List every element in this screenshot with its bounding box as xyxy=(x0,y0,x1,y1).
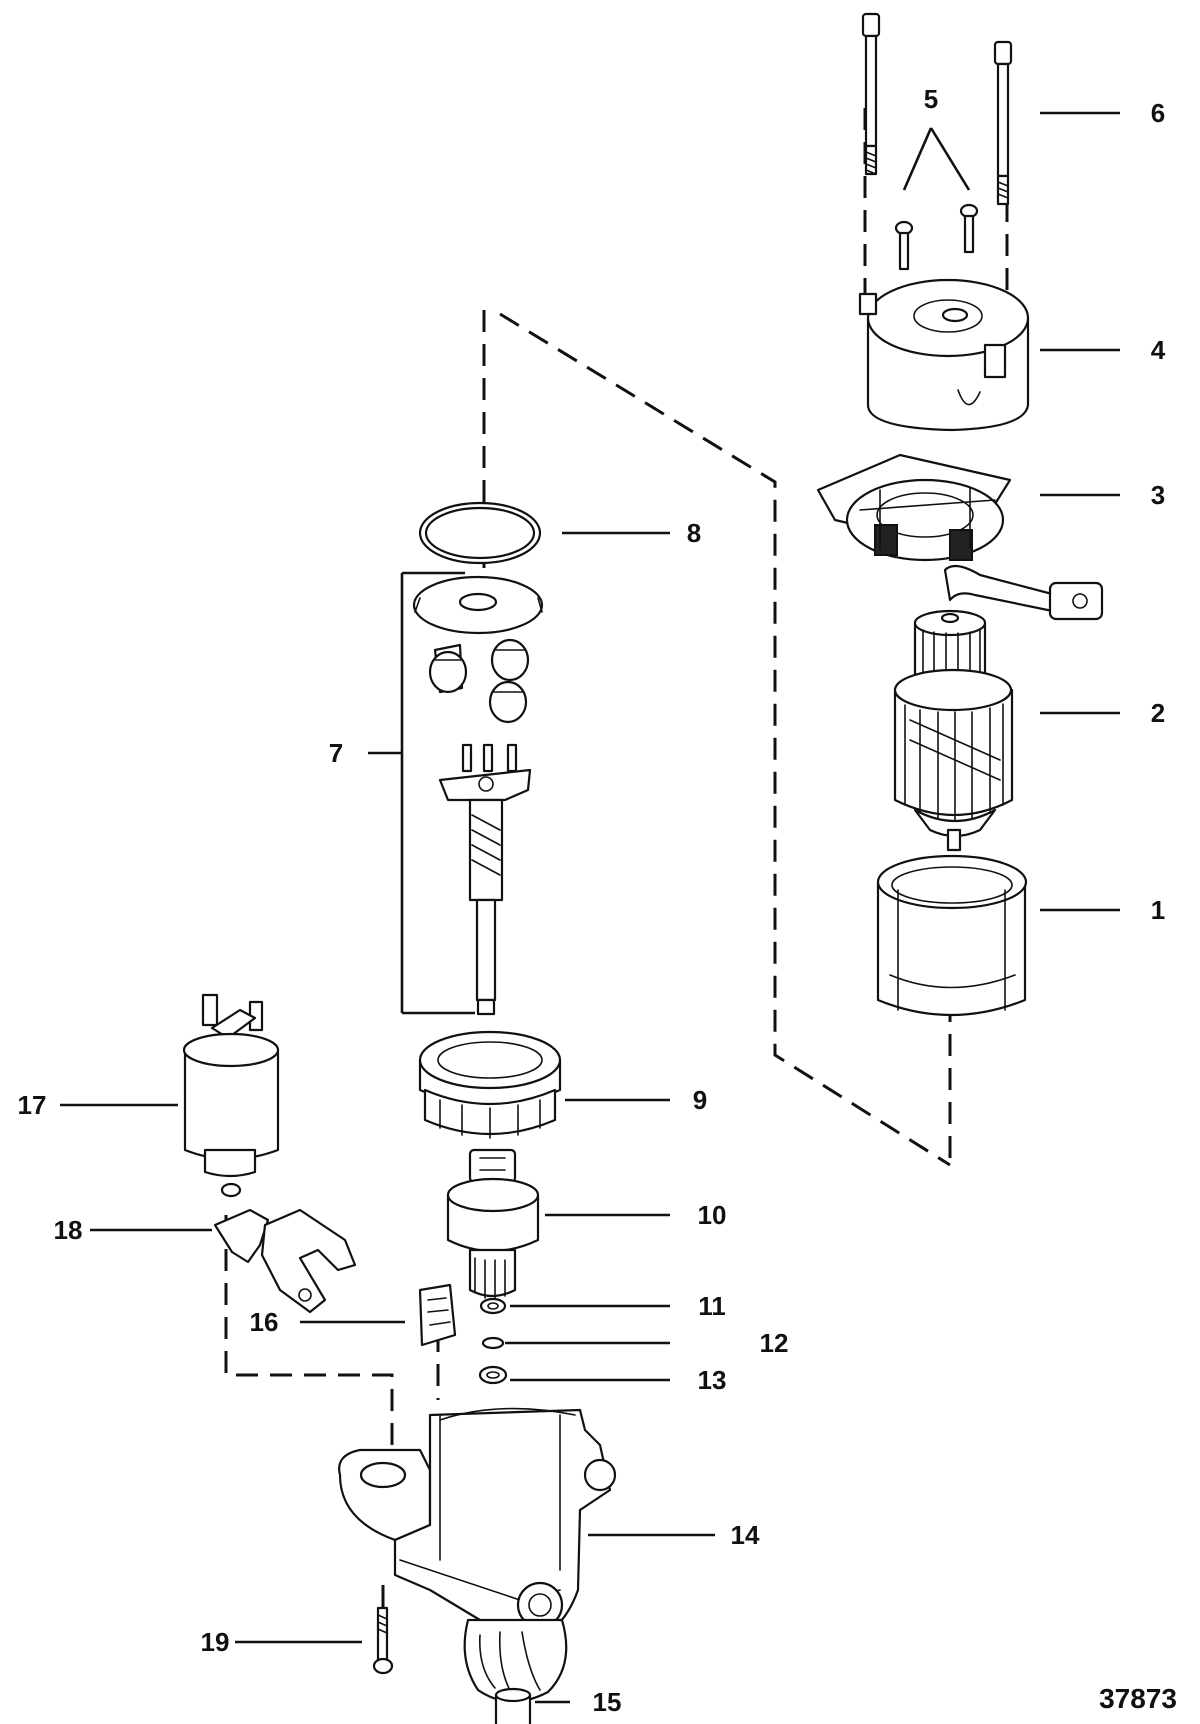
callout-13: 13 xyxy=(698,1365,727,1395)
callout-5: 5 xyxy=(924,84,938,114)
drive-housing xyxy=(338,1407,617,1703)
washers xyxy=(478,1297,508,1385)
leader-lines xyxy=(60,111,1120,1704)
o-ring xyxy=(418,501,542,565)
callout-6: 6 xyxy=(1151,98,1165,128)
callout-7: 7 xyxy=(329,738,343,768)
callout-16: 16 xyxy=(250,1307,279,1337)
field-frame xyxy=(876,854,1028,1017)
callout-12: 12 xyxy=(760,1328,789,1358)
callout-2: 2 xyxy=(1151,698,1165,728)
callout-4: 4 xyxy=(1151,335,1166,365)
drive-clutch xyxy=(446,1148,540,1299)
callout-14: 14 xyxy=(731,1520,760,1550)
housing-screw xyxy=(372,1606,394,1675)
ring-gear xyxy=(418,1030,562,1139)
armature xyxy=(893,609,1014,852)
through-bolts xyxy=(861,12,1013,206)
callout-17: 17 xyxy=(18,1090,47,1120)
shift-lever xyxy=(213,1208,357,1314)
callout-9: 9 xyxy=(693,1085,707,1115)
planetary-gear-assembly xyxy=(368,571,544,1016)
callout-19: 19 xyxy=(201,1627,230,1657)
callout-labels: 1 2 3 4 5 6 7 8 9 10 11 12 13 14 15 16 1… xyxy=(18,84,1166,1717)
callout-18: 18 xyxy=(54,1215,83,1245)
shift-block xyxy=(418,1283,457,1347)
callout-8: 8 xyxy=(687,518,701,548)
callout-10: 10 xyxy=(698,1200,727,1230)
callout-15: 15 xyxy=(593,1687,622,1717)
callout-3: 3 xyxy=(1151,480,1165,510)
solenoid xyxy=(182,993,280,1198)
bushing xyxy=(494,1687,532,1724)
figure-number: 37873 xyxy=(1099,1683,1177,1714)
small-screws xyxy=(894,127,979,271)
callout-11: 11 xyxy=(698,1291,726,1321)
callout-1: 1 xyxy=(1151,895,1165,925)
brush-holder xyxy=(816,453,1104,621)
end-cap xyxy=(858,278,1030,432)
